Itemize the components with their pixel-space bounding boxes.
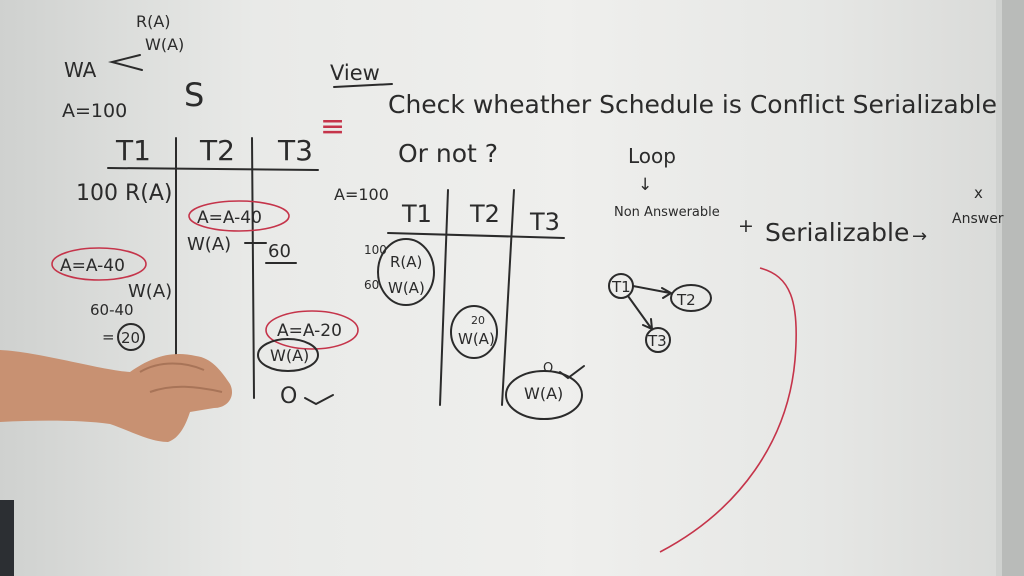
t2-num-20: 20: [471, 314, 485, 327]
highlight-oval: [188, 200, 290, 232]
table1-col-divider-2: [251, 137, 255, 399]
t3-write-2: W(A): [524, 384, 563, 403]
circle-mark: [257, 338, 319, 372]
node-t1-label: T1: [611, 278, 631, 296]
result-circle: [117, 323, 145, 351]
view-annotation: View ≡: [320, 61, 393, 144]
t2-header-2: T2: [469, 200, 500, 228]
a-init-label: A=100: [62, 100, 127, 122]
presenter-sleeve: [0, 500, 14, 576]
question: Check wheather Schedule is Conflict Seri…: [388, 90, 997, 168]
finger-line: [149, 385, 223, 393]
marker-curve: [659, 267, 798, 553]
precedence-graph: T1 T2 T3: [608, 273, 712, 353]
t1-num-100: 100: [364, 243, 387, 257]
top-left-notes: WA R(A) W(A) A=100 S: [62, 12, 204, 122]
t1-num-60: 60: [364, 278, 379, 292]
t1-header-2: T1: [401, 200, 432, 228]
wa2-label: W(A): [145, 35, 184, 54]
t3-calc: A=A-20: [277, 321, 342, 341]
graph-edge-t1-t3: [627, 295, 654, 331]
t1-write-2: W(A): [388, 279, 425, 297]
view-underline: [333, 83, 393, 88]
loop-arrow: ↓: [638, 175, 652, 195]
table2-header-line: [387, 232, 565, 239]
t1-result: 20: [121, 329, 140, 347]
wa-label: WA: [64, 58, 97, 82]
t2-calc: A=A-40: [197, 208, 262, 228]
view-label: View: [330, 61, 380, 85]
table2-a-init: A=100: [334, 185, 389, 204]
t1-header: T1: [115, 134, 151, 167]
circle-mark: [377, 238, 435, 306]
conclusion: Loop ↓ Non Answerable + Serializable → A…: [614, 144, 1004, 247]
circle-mark: [505, 370, 583, 420]
equivalence-symbol: ≡: [320, 109, 345, 144]
result-arrow: →: [912, 226, 927, 247]
node-t2-label: T2: [676, 291, 696, 309]
serializable-label: Serializable: [765, 218, 909, 247]
graph-node-t3: [645, 327, 671, 353]
highlight-oval: [51, 247, 147, 281]
t3-ok: O: [280, 384, 297, 409]
table2-col-divider-2: [501, 189, 515, 406]
cross-mark: x: [974, 184, 983, 202]
highlight-oval: [265, 310, 359, 350]
node-t3-label: T3: [647, 332, 667, 350]
table2-col-divider-1: [439, 189, 449, 406]
table1-header-line: [107, 167, 319, 171]
board-frame-edge-right: [1002, 0, 1024, 576]
question-line-1: Check wheather Schedule is Conflict Seri…: [388, 90, 997, 119]
circle-mark: [450, 305, 498, 359]
t1-equals: =: [102, 328, 115, 346]
presenter-hand: [0, 350, 233, 576]
t2-result: 60: [268, 241, 291, 262]
answer-label: Answer: [952, 211, 1004, 227]
graph-edge-t1-t2: [632, 285, 673, 299]
graph-node-t2: [670, 284, 712, 312]
t3-ok-2: O: [543, 361, 553, 376]
t3-write: W(A): [270, 346, 309, 365]
t3-header-2: T3: [529, 208, 560, 236]
check-mark: [559, 365, 585, 380]
non-answerable-label: Non Answerable: [614, 205, 720, 220]
t3-header: T3: [277, 134, 313, 167]
t2-header: T2: [199, 134, 235, 167]
ra-label: R(A): [136, 12, 171, 31]
t2-write-2: W(A): [458, 330, 495, 348]
t1-write: W(A): [128, 281, 172, 302]
t1-calc: A=A-40: [60, 256, 125, 276]
schedule-table-2: A=100 T1 T2 T3 100 R(A) 60 W(A) 20 W(A) …: [334, 185, 585, 420]
board-frame-edge: [996, 0, 1002, 576]
question-line-2: Or not ?: [398, 139, 498, 168]
hand-skin: [0, 350, 233, 442]
t1-read-2: R(A): [390, 253, 422, 271]
split-bracket: [108, 54, 143, 71]
plus-sign: +: [738, 215, 754, 237]
check-mark: [304, 394, 334, 406]
t1-read: 100 R(A): [76, 181, 173, 206]
t2-write: W(A): [187, 234, 231, 255]
t1-math: 60-40: [90, 301, 134, 319]
finger-line: [139, 362, 205, 373]
loop-label: Loop: [628, 144, 676, 168]
schedule-table-1: T1 T2 T3 100 R(A) A=A-40 W(A) 60-40 = 20…: [51, 134, 359, 409]
schedule-s-label: S: [184, 76, 204, 114]
